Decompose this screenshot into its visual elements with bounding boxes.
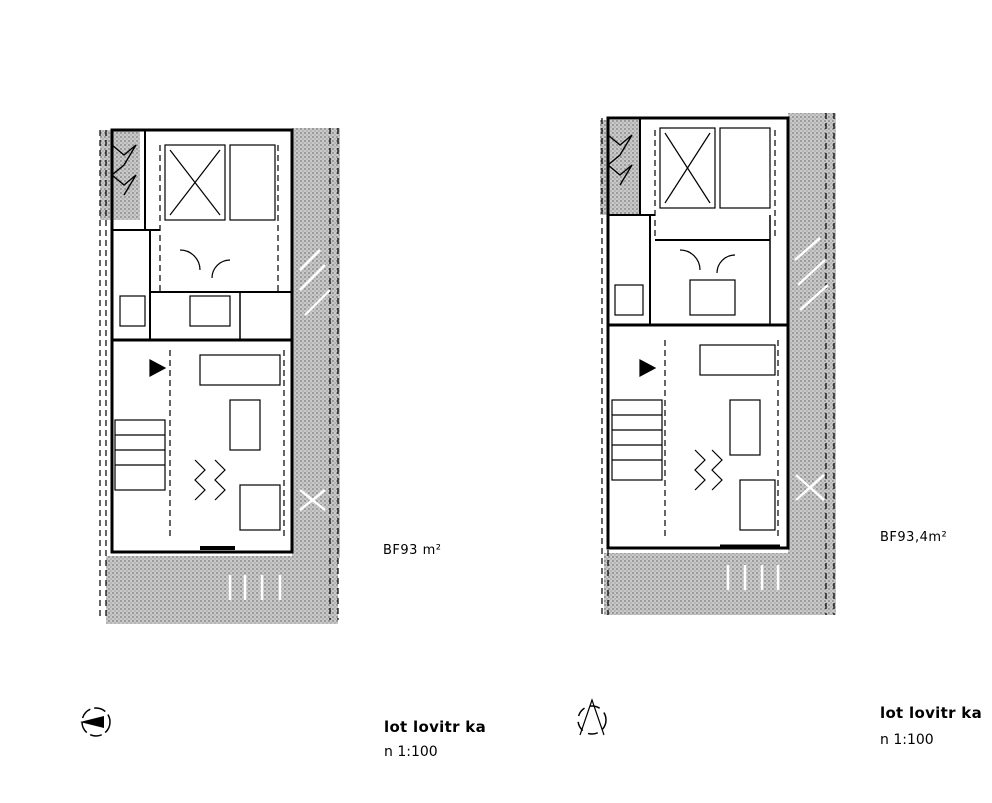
plan-scale-left: n 1:100: [384, 744, 438, 760]
area-label-right: BF93,4m²: [880, 530, 948, 545]
plan-scale-right: n 1:100: [880, 732, 934, 748]
area-label-left: BF93 m²: [383, 543, 442, 558]
floor-plan-right: [577, 113, 836, 736]
north-arrow-icon: [80, 707, 111, 737]
terrace-hatch-right: [788, 113, 836, 608]
plan-title-left: lot lovitr ka: [384, 718, 486, 736]
floor-plan-left: [80, 128, 340, 737]
garden-hatch-bottom: [106, 556, 338, 624]
entry-hatch-left: [100, 130, 140, 220]
entry-hatch-left: [600, 120, 640, 215]
garden-hatch-bottom: [604, 553, 836, 615]
terrace-hatch-right: [292, 128, 340, 558]
north-arrow-icon: [577, 698, 607, 736]
plan-title-right: lot lovitr ka: [880, 704, 982, 722]
